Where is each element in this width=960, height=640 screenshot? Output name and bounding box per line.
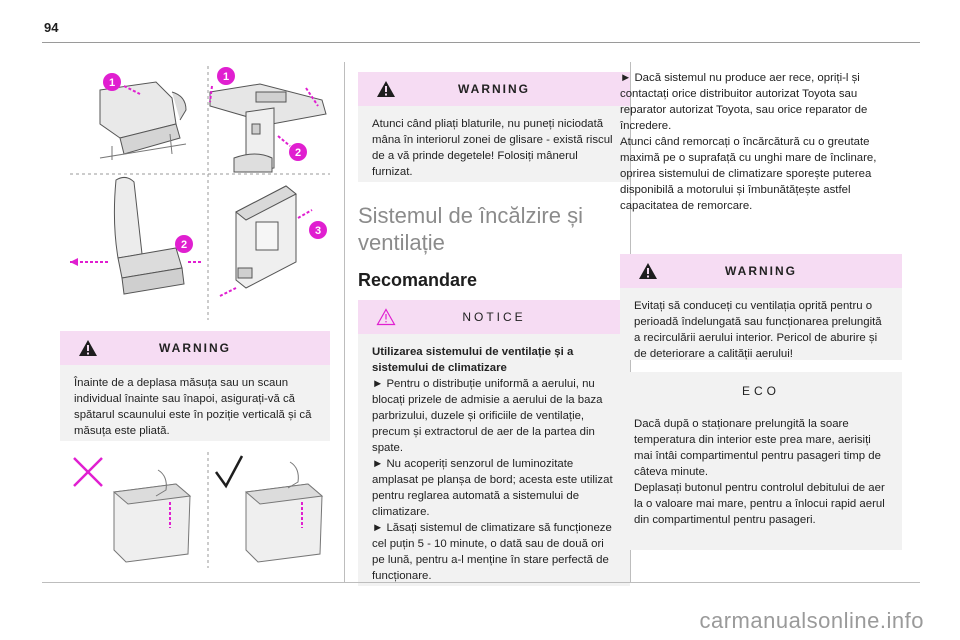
left-warning-text: Înainte de a deplasa măsuța sau un scaun… [74,377,312,437]
right-intro-paragraph: ► Dacă sistemul nu produce aer rece, opr… [620,72,868,132]
right-warning-box: WARNING Evitați să conduceți cu ventilaț… [620,254,902,360]
svg-text:1: 1 [109,77,115,89]
correct-check-icon [214,455,244,489]
middle-warning-title: WARNING [458,82,530,96]
eco-paragraph: Dacă după o staționare prelungită la soa… [634,418,881,478]
notice-item: ► Nu acoperiți senzorul de luminozitate … [372,458,613,518]
eco-box: ECO Dacă după o staționare prelungită la… [620,372,902,550]
seat-slide-drawing [113,176,185,295]
notice-box: NOTICE Utilizarea sistemului de ventilaț… [358,300,630,586]
footer-rule [42,582,920,583]
folded-seat-drawing [99,81,187,160]
eco-header: ECO [620,372,902,406]
callout-3-icon: 3 [219,209,327,297]
right-intro: ► Dacă sistemul nu produce aer rece, opr… [620,70,900,214]
callout-2-a-icon: 2 [277,135,307,161]
right-warning-header: WARNING [620,254,902,288]
warning-triangle-icon [377,81,395,97]
svg-text:2: 2 [295,147,301,159]
seat-table-sliding-illustration: 1 1 2 2 [70,66,330,320]
section-title: Sistemul de încălzire și ventilație [358,203,583,255]
eco-paragraph: Deplasați butonul pentru controlul debit… [634,482,885,526]
subsection-title: Recomandare [358,270,478,290]
console-box-drawing [235,185,297,289]
watermark: carmanualsonline.info [699,608,924,633]
wrong-cross-icon [73,457,103,487]
right-intro-paragraph: Atunci când remorcați o încărcătură cu o… [620,136,877,212]
svg-text:2: 2 [181,239,187,251]
middle-warning-header: WARNING [358,72,630,106]
left-warning-header: WARNING [60,331,330,365]
column-divider-1 [344,62,345,582]
right-warning-text: Evitați să conduceți cu ventilația oprit… [634,300,882,360]
callout-2-b-icon: 2 [70,235,202,266]
correct-usage-drawing [244,461,324,563]
notice-header: NOTICE [358,300,630,334]
table-handle-illustration [73,452,324,568]
left-warning-title: WARNING [159,341,231,355]
middle-warning-box: WARNING Atunci când pliați blaturile, nu… [358,72,630,182]
right-warning-title: WARNING [725,264,797,278]
left-warning-box: WARNING Înainte de a deplasa măsuța sau … [60,331,330,441]
svg-text:3: 3 [315,225,321,237]
notice-heading: Utilizarea sistemului de ventilație și a… [372,346,574,374]
notice-title: NOTICE [462,310,526,324]
notice-item: ► Lăsați sistemul de climatizare să func… [372,522,612,582]
header-rule [42,42,920,43]
notice-item: ► Pentru o distribuție uniformă a aerulu… [372,378,603,454]
warning-triangle-icon [639,263,657,279]
svg-text:1: 1 [223,71,229,83]
table-unfold-drawing [209,83,327,173]
callout-1-b-icon: 1 [209,67,319,107]
page-number: 94 [44,20,59,35]
middle-warning-text: Atunci când pliați blaturile, nu puneți … [372,118,613,178]
callout-1-a-icon: 1 [103,73,141,95]
wrong-usage-drawing [112,469,192,563]
eco-title: ECO [741,384,780,398]
notice-triangle-icon [376,308,396,326]
warning-triangle-icon [79,340,97,356]
